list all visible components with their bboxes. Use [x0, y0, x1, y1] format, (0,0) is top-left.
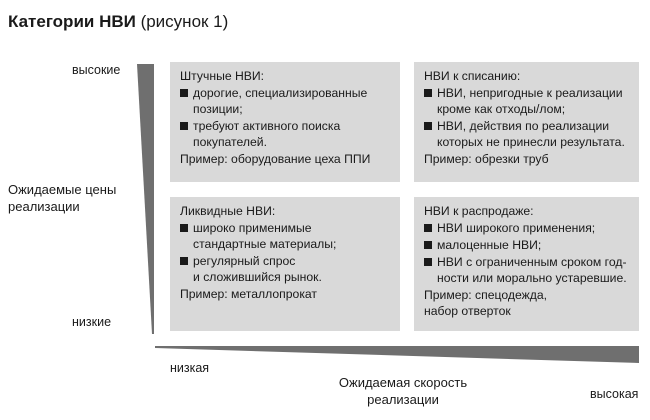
diagram-title-bold: Категории НВИ: [8, 12, 136, 31]
quadrant-example: Пример: обрезки труб: [424, 152, 549, 166]
list-item-text: дорогие, специализированные позиции;: [193, 86, 368, 116]
y-axis-title: Ожидаемые цены реализации: [8, 181, 116, 215]
square-bullet-icon: [424, 258, 432, 266]
x-axis-high-label: высокая: [590, 387, 639, 401]
square-bullet-icon: [180, 89, 188, 97]
y-axis-high-label: высокие: [72, 63, 121, 77]
square-bullet-icon: [424, 241, 432, 249]
square-bullet-icon: [424, 89, 432, 97]
horizontal-gradient-wedge: [155, 346, 639, 363]
quadrant-title: Ликвидные НВИ:: [180, 204, 276, 218]
square-bullet-icon: [180, 122, 188, 130]
list-item-text: НВИ, непригодные к реализации кроме как …: [437, 86, 623, 116]
quadrant-list: широко применимые стандартные материалы;…: [180, 220, 390, 285]
square-bullet-icon: [180, 257, 188, 265]
y-axis-title-text: Ожидаемые цены реализации: [8, 182, 117, 214]
quadrant-example: Пример: спецодежда, набор отверток: [424, 288, 548, 318]
diagram-title-suffix: (рисунок 1): [135, 12, 229, 31]
list-item: малоценные НВИ;: [424, 237, 629, 253]
quadrant-example: Пример: оборудование цеха ППИ: [180, 152, 371, 166]
diagram-title: Категории НВИ (рисунок 1): [8, 12, 228, 32]
x-axis-title: Ожидаемая скорость реализации: [318, 374, 488, 408]
x-axis-low-label: низкая: [170, 361, 210, 375]
list-item-text: требуют активного поиска покупателей.: [193, 119, 341, 149]
square-bullet-icon: [424, 224, 432, 232]
vertical-gradient-wedge: [137, 64, 154, 334]
quadrant-list: НВИ, непригодные к реализации кроме как …: [424, 85, 629, 150]
list-item: регулярный спрос и сложившийся рынок.: [180, 253, 390, 285]
quadrant-bottom-right: НВИ к распродаже: НВИ широкого применени…: [414, 197, 639, 331]
square-bullet-icon: [424, 122, 432, 130]
x-axis-title-text: Ожидаемая скорость реализации: [338, 375, 468, 407]
vertical-wedge-shape: [137, 64, 154, 334]
list-item: широко применимые стандартные материалы;: [180, 220, 390, 252]
quadrant-title: НВИ к списанию:: [424, 69, 521, 83]
list-item-text: НВИ широкого применения;: [437, 221, 596, 235]
list-item-text: малоценные НВИ;: [437, 238, 542, 252]
quadrant-list: НВИ широкого применения; малоценные НВИ;…: [424, 220, 629, 286]
list-item: НВИ с ограниченным сроком год- ности или…: [424, 254, 629, 286]
quadrant-title: НВИ к распродаже:: [424, 204, 534, 218]
quadrant-bottom-left: Ликвидные НВИ: широко применимые стандар…: [170, 197, 400, 331]
y-axis-low-label: низкие: [72, 315, 112, 329]
quadrant-top-right: НВИ к списанию: НВИ, непригодные к реали…: [414, 62, 639, 182]
list-item-text: широко применимые стандартные материалы;: [193, 221, 337, 251]
quadrant-top-left: Штучные НВИ: дорогие, специализированные…: [170, 62, 400, 182]
list-item-text: НВИ с ограниченным сроком год- ности или…: [437, 255, 627, 285]
list-item: НВИ широкого применения;: [424, 220, 629, 236]
square-bullet-icon: [180, 224, 188, 232]
list-item-text: НВИ, действия по реализации которых не п…: [437, 119, 625, 149]
list-item: дорогие, специализированные позиции;: [180, 85, 390, 117]
list-item-text: регулярный спрос и сложившийся рынок.: [193, 254, 322, 284]
list-item: требуют активного поиска покупателей.: [180, 118, 390, 150]
list-item: НВИ, действия по реализации которых не п…: [424, 118, 629, 150]
quadrant-list: дорогие, специализированные позиции; тре…: [180, 85, 390, 150]
quadrant-title: Штучные НВИ:: [180, 69, 265, 83]
quadrant-example: Пример: металлопрокат: [180, 287, 318, 301]
list-item: НВИ, непригодные к реализации кроме как …: [424, 85, 629, 117]
horizontal-wedge-shape: [155, 346, 639, 363]
